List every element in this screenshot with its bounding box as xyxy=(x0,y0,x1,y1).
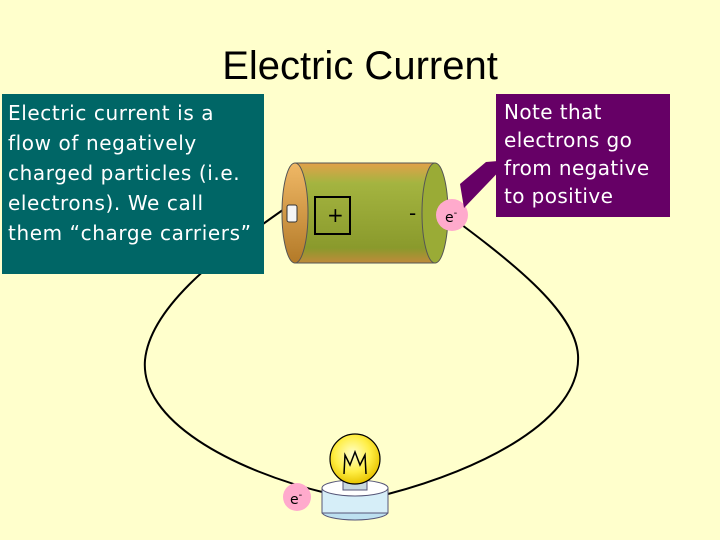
electron-wire: e- xyxy=(283,483,311,511)
positive-marker-box xyxy=(314,196,351,235)
wire-right xyxy=(387,204,580,495)
explanation-box: Electric current is a flow of negatively… xyxy=(2,94,264,274)
electron-wire-label: e- xyxy=(290,490,303,508)
electron-battery-dot xyxy=(436,199,468,231)
bulb-glass xyxy=(329,433,381,485)
bulb-filament xyxy=(343,449,367,475)
electron-wire-dot xyxy=(283,483,311,511)
positive-label: + xyxy=(327,203,344,227)
battery-terminal xyxy=(286,204,298,223)
light-bulb xyxy=(321,433,389,521)
electron-battery: e- xyxy=(436,199,468,231)
electron-battery-label: e- xyxy=(445,208,458,226)
note-box: Note that electrons go from negative to … xyxy=(496,94,670,217)
battery: + - xyxy=(281,162,449,264)
slide-title: Electric Current xyxy=(222,44,498,88)
negative-label: - xyxy=(409,201,416,225)
